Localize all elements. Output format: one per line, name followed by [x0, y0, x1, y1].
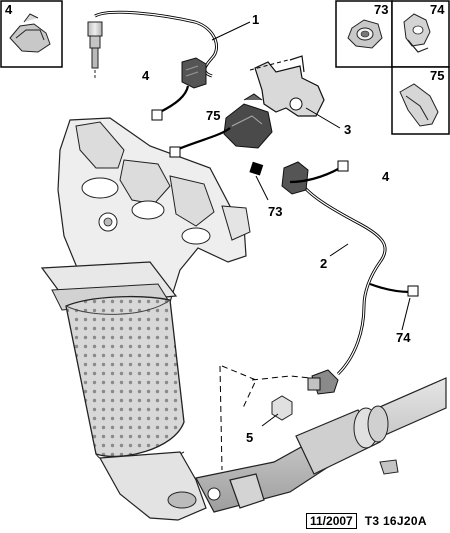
callout-1: 1 — [252, 12, 259, 27]
inset-connector-number: 4 — [5, 2, 13, 17]
footer-date: 11/2007 — [306, 513, 357, 529]
inset-clip-74: 74 — [391, 0, 450, 68]
callout-74: 74 — [396, 330, 411, 345]
marker-squares — [151, 109, 419, 297]
inset-nut-73: 73 — [335, 0, 393, 68]
callout-3: 3 — [344, 122, 351, 137]
inset-clip74-number: 74 — [430, 2, 445, 17]
dashed-guides — [219, 365, 311, 471]
sensor-bracket — [249, 55, 325, 117]
connector-upper — [181, 57, 207, 89]
converter-outlet — [99, 451, 207, 521]
diagram-footer: 11/2007 T3 16J20A — [306, 512, 427, 530]
footer-code: T3 16J20A — [364, 514, 427, 528]
inset-clip75-number: 75 — [430, 68, 444, 83]
callout-73: 73 — [268, 204, 282, 219]
sensor-plug — [271, 395, 293, 421]
callout-2: 2 — [320, 256, 327, 271]
callout-5: 5 — [246, 430, 253, 445]
catalytic-converter — [65, 295, 185, 466]
inset-clip-75: 75 — [391, 66, 450, 135]
oxygen-sensor-downstream — [281, 161, 387, 395]
clip-assembly — [223, 93, 273, 149]
nut-marker — [249, 161, 264, 176]
inset-nut-number: 73 — [374, 2, 388, 17]
callout-4-lower: 4 — [382, 169, 390, 184]
callout-75: 75 — [206, 108, 220, 123]
callout-4-upper: 4 — [142, 68, 150, 83]
exhaust-pipe — [195, 377, 447, 513]
callout-leaders — [159, 21, 411, 427]
inset-connector: 4 — [0, 0, 63, 68]
